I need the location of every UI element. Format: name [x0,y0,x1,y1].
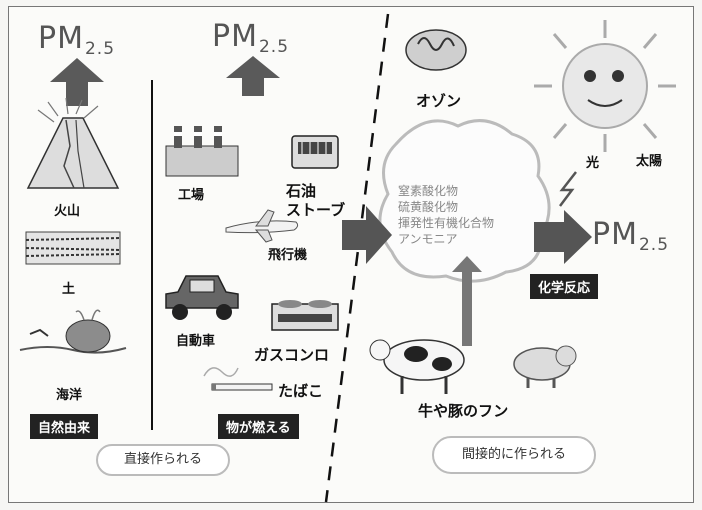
indirect-formation-caption: 間接的に作られる [432,436,596,474]
soil-label: 土 [62,282,76,297]
car-icon [165,275,239,320]
up-arrow-icon [452,256,482,346]
chemical-ammonia: アンモニア [398,232,458,246]
chemical-voc: 揮発性有機化合物 [398,216,495,230]
chemical-sulfur-oxides: 硫黄酸化物 [398,200,459,214]
cow-icon [369,339,465,394]
sun-icon [534,20,676,152]
up-arrow-icon [226,56,280,96]
pm25-label-natural: PM2.5 [38,21,116,59]
up-arrow-icon [50,58,104,106]
chemical-reaction-tag: 化学反応 [530,274,599,299]
car-label: 自動車 [176,334,216,349]
oil-heater-label: 石油 ストーブ [286,182,346,219]
factory-label: 工場 [178,188,205,203]
ozone-label: オゾン [416,92,462,110]
natural-origin-tag: 自然由来 [30,414,99,439]
pig-icon [513,345,577,388]
pm25-label-combustion: PM2.5 [212,19,290,57]
volcano-icon [26,97,120,189]
livestock-manure-label: 牛や豚のフン [418,402,509,420]
airplane-label: 飛行機 [268,248,308,263]
factory-icon [165,126,239,177]
right-arrow-icon [534,210,592,264]
oil-heater-icon [291,135,339,169]
light-ray-icon [559,171,577,207]
cigarette-icon [203,367,273,391]
chemical-nitrogen-oxides: 窒素酸化物 [398,184,459,198]
soil-icon [25,231,121,265]
dashed-divider [324,13,390,503]
pm25-label-indirect: PM2.5 [592,217,670,255]
cigarette-label: たばこ [278,382,324,400]
gas-stove-label: ガスコンロ [254,346,330,364]
sun-label: 太陽 [636,154,663,169]
ocean-label: 海洋 [56,388,83,403]
direct-formation-caption: 直接作られる [96,444,230,476]
volcano-label: 火山 [54,204,81,219]
airplane-icon [225,209,299,243]
ocean-whale-icon [19,309,127,354]
ozone-icon [405,29,467,71]
combustion-tag: 物が燃える [218,414,299,439]
light-label: 光 [586,156,600,171]
gas-stove-icon [271,300,339,331]
right-arrow-icon [342,206,392,264]
